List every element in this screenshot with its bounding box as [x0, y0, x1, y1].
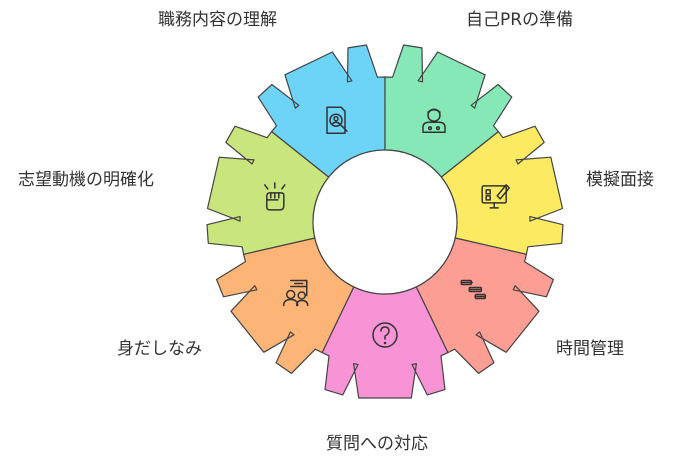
label-time-management: 時間管理 [556, 339, 624, 359]
label-mock-interview: 模擬面接 [586, 170, 654, 190]
question-icon [372, 322, 398, 348]
person-icon [422, 108, 446, 133]
gear-hub [312, 149, 458, 295]
label-question-response: 質問への対応 [326, 434, 428, 454]
timeline-icon [460, 279, 487, 300]
fist-icon [264, 182, 286, 211]
label-appearance: 身だしなみ [117, 339, 202, 359]
document-search-icon [326, 106, 348, 134]
label-job-understanding: 職務内容の理解 [158, 10, 277, 30]
label-self-pr: 自己PRの準備 [466, 10, 574, 30]
monitor-pen-icon [481, 184, 510, 209]
label-motivation: 志望動機の明確化 [18, 170, 154, 190]
presentation-icon [282, 279, 309, 307]
